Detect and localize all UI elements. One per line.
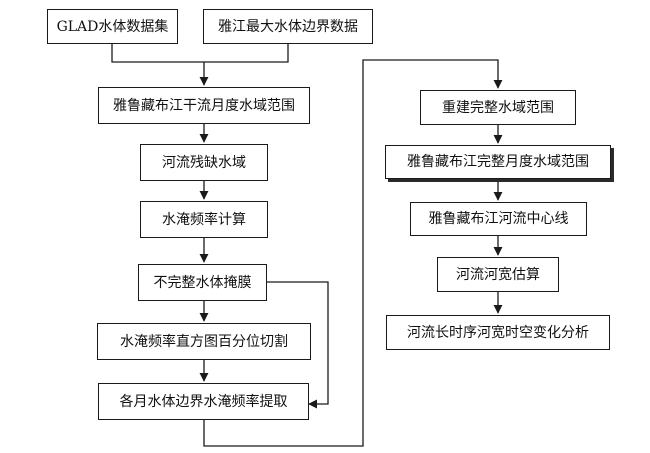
node-mainstream-monthly-extent: 雅鲁藏布江干流月度水域范围: [98, 87, 310, 124]
connector-glad-merge: [111, 44, 204, 63]
node-monthly-boundary-extraction: 各月水体边界水淹频率提取: [98, 383, 309, 420]
node-inundation-frequency-calc: 水淹频率计算: [140, 201, 268, 238]
node-spatiotemporal-analysis: 河流长时序河宽时空变化分析: [386, 315, 610, 350]
node-complete-monthly-extent: 雅鲁藏布江完整月度水域范围: [385, 145, 611, 179]
node-river-centerline: 雅鲁藏布江河流中心线: [410, 202, 587, 236]
node-yajiang-max-boundary: 雅江最大水体边界数据: [203, 9, 373, 44]
node-rebuild-complete-extent: 重建完整水域范围: [420, 90, 576, 125]
connector-yajiang-merge: [204, 44, 289, 63]
node-river-missing-water: 河流残缺水域: [140, 144, 268, 181]
node-incomplete-water-mask: 不完整水体掩膜: [138, 264, 267, 301]
node-river-width-estimation: 河流河宽估算: [437, 257, 559, 292]
node-histogram-percentile-cut: 水淹频率直方图百分位切割: [97, 323, 311, 360]
node-glad-dataset: GLAD水体数据集: [47, 9, 178, 44]
